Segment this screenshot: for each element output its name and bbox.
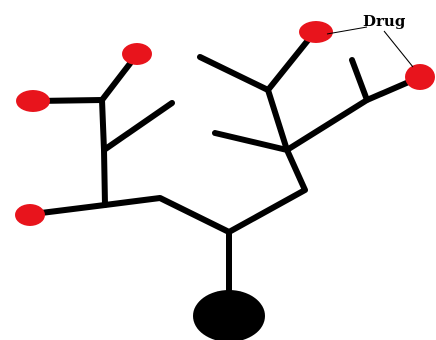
left-upper-arm-b	[99, 54, 138, 103]
left-main-branch	[102, 195, 232, 235]
drug-molecule-left-top	[122, 43, 152, 65]
right-main-branch	[226, 147, 308, 235]
right-trunk	[265, 87, 290, 153]
dendrimer-core	[193, 290, 265, 340]
left-mid-arm	[101, 100, 175, 153]
drug-molecule-left-upper	[16, 90, 50, 112]
leader-line-far	[383, 30, 414, 68]
dendrimer-backbone	[30, 31, 421, 308]
left-lower-arm	[30, 202, 108, 217]
drug-callout: Drug	[326, 12, 414, 68]
right-far-arm-a	[349, 57, 370, 103]
drug-molecule-right-far	[405, 64, 435, 90]
right-upper-arm-a	[197, 54, 271, 93]
drug-molecule-left-low	[15, 204, 45, 226]
right-upper-arm-b	[265, 31, 316, 93]
leader-line-top	[326, 26, 368, 35]
drug-label: Drug	[363, 12, 406, 30]
right-mid-arm	[284, 97, 370, 153]
drug-molecule-right-top	[299, 21, 333, 43]
right-short-arm	[212, 130, 290, 153]
drug-molecules	[15, 21, 435, 226]
